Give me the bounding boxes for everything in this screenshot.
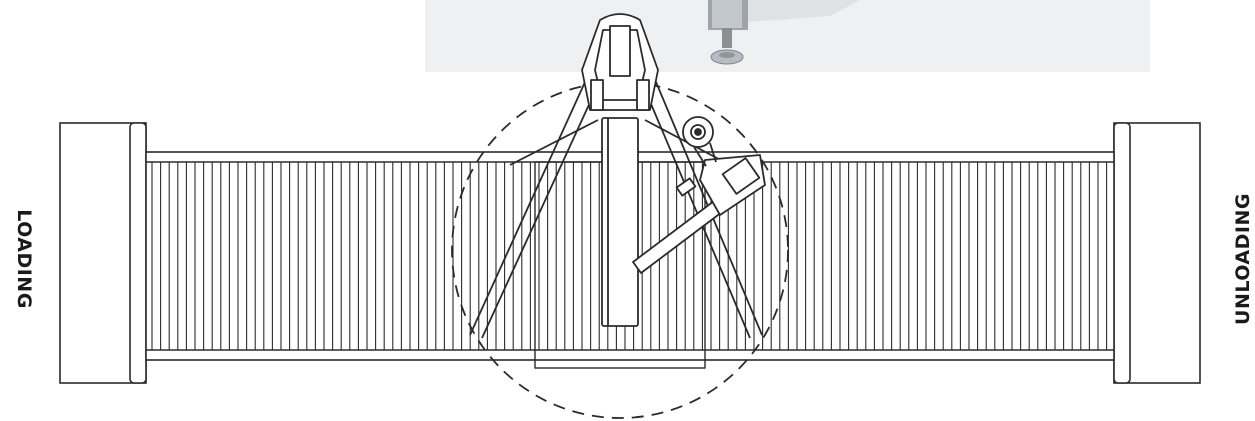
right-end-cap: [1113, 122, 1201, 384]
loading-label: LOADING: [13, 209, 35, 309]
rotating-arm-machine: [469, 13, 766, 339]
conveyor-slats: [151, 162, 1108, 350]
left-end-cap: [59, 122, 147, 384]
product-photo-fragment: [425, 0, 1150, 72]
unloading-label: UNLOADING: [1232, 193, 1254, 325]
